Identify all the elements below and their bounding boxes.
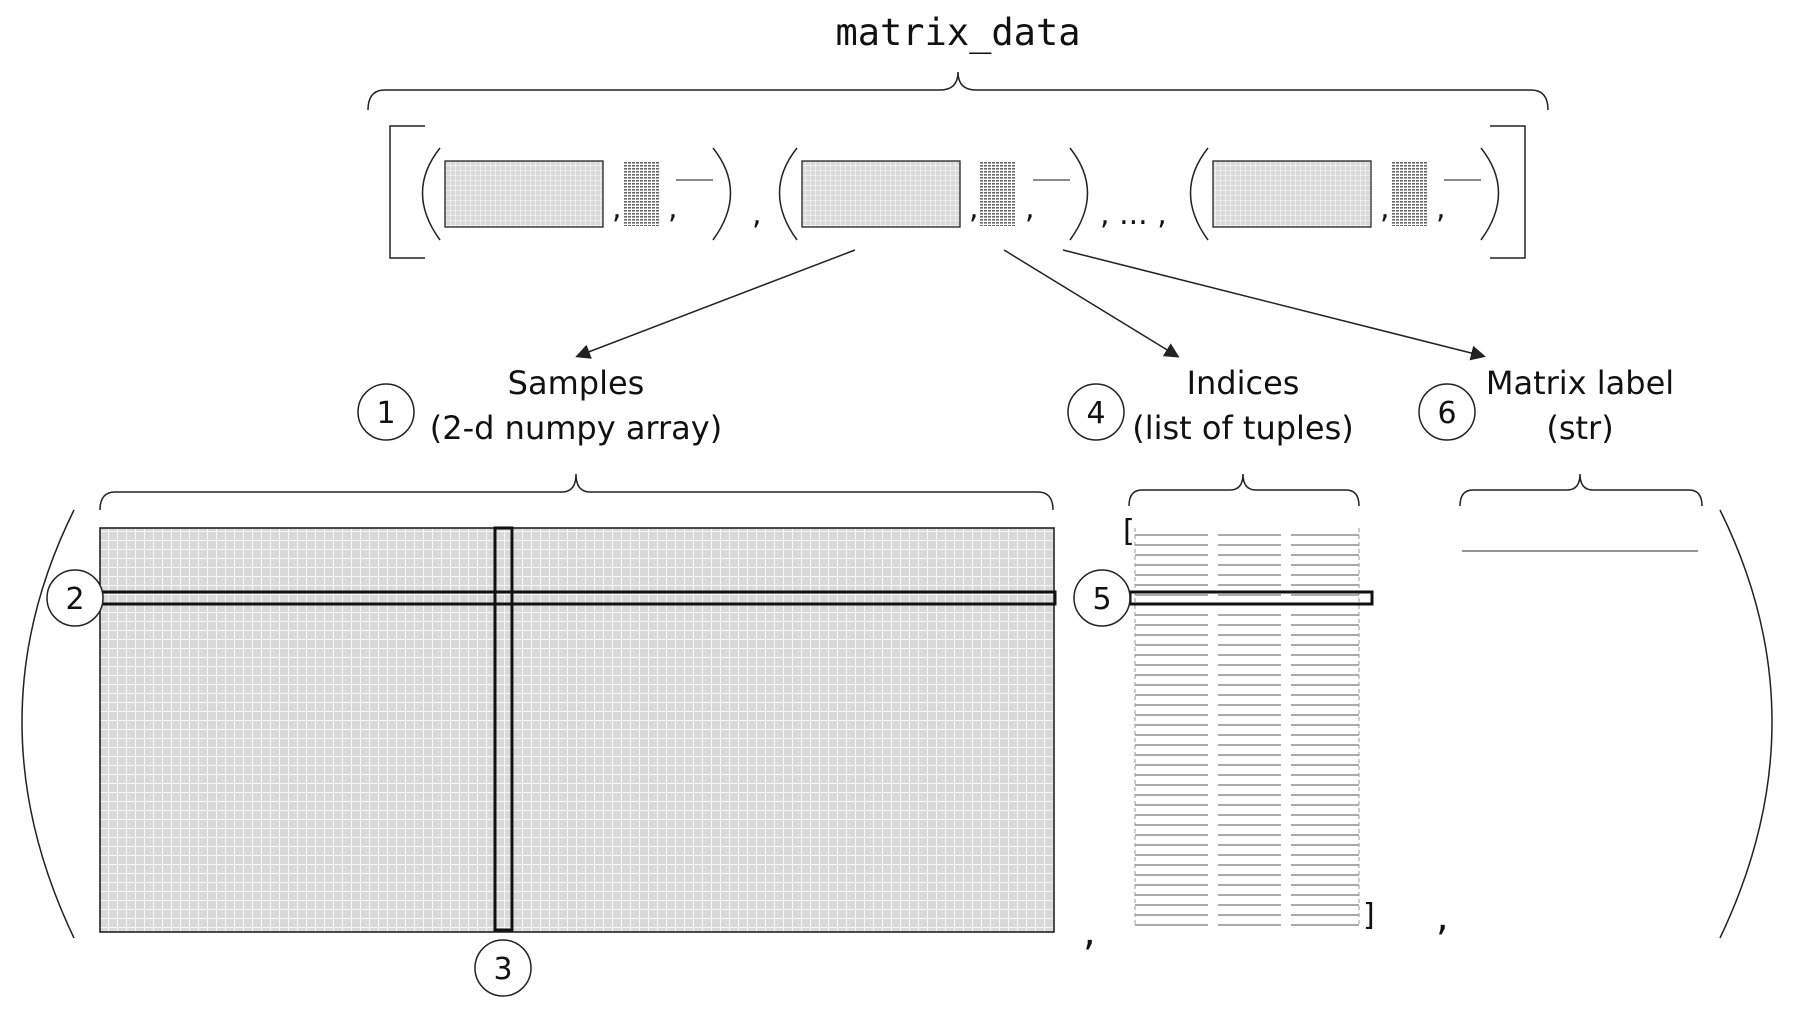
indices-close-bracket: ] <box>1363 898 1375 933</box>
tuple-paren-right <box>1480 147 1500 241</box>
callout-number: 4 <box>1086 396 1105 431</box>
arrow-to-samples <box>575 249 856 359</box>
indices-column-gap <box>1281 528 1291 926</box>
indices-rows <box>1135 528 1359 926</box>
callout-matrix-label: 6 Matrix label (str) <box>1418 364 1674 447</box>
component-comma: , <box>1436 894 1449 940</box>
component-comma: , <box>1083 909 1096 955</box>
tuple-item: , , <box>1189 147 1500 241</box>
callout-title: Indices <box>1187 364 1300 402</box>
mini-indices-list <box>1391 162 1427 226</box>
tuple-paren-left <box>421 147 441 241</box>
callout-title: Samples <box>508 364 645 402</box>
marker-index: 5 <box>1073 569 1131 627</box>
big-paren-right <box>1719 509 1773 939</box>
callout-type: (list of tuples) <box>1132 409 1354 447</box>
mini-samples-array <box>444 160 604 228</box>
callout-number: 6 <box>1437 396 1456 431</box>
tuple-paren-right <box>1069 147 1089 241</box>
list-bracket-right <box>1490 125 1526 259</box>
callout-number-circle <box>1418 383 1476 441</box>
tuple-item: , , <box>421 147 732 241</box>
top-curly-brace <box>367 71 1549 111</box>
tuple-comma: , <box>1025 191 1035 226</box>
callout-number-circle <box>1067 383 1125 441</box>
mini-samples-array <box>801 160 961 228</box>
highlighted-feature-column <box>493 526 514 932</box>
indices-column-gap <box>1208 528 1218 926</box>
list-ellipsis: , ... , <box>1100 197 1167 232</box>
list-bracket-left <box>389 125 425 259</box>
list-comma: , <box>752 197 762 232</box>
mini-indices-list <box>980 162 1016 226</box>
callout-title: Matrix label <box>1486 364 1674 402</box>
samples-array-grid <box>99 527 1055 933</box>
tuple-paren-right <box>712 147 732 241</box>
arrow-to-matrix-label <box>1062 249 1486 361</box>
marker-row: 2 <box>46 569 104 627</box>
callout-number-circle <box>357 383 415 441</box>
mini-samples-array <box>1212 160 1372 228</box>
marker-number: 3 <box>493 952 512 987</box>
callout-samples: 1 Samples (2-d numpy array) <box>357 364 722 447</box>
marker-number: 5 <box>1092 582 1111 617</box>
callout-number: 1 <box>376 396 395 431</box>
tuple-comma: , <box>1380 191 1390 226</box>
tuple-comma: , <box>668 191 678 226</box>
tuple-item: , , <box>778 147 1089 241</box>
callout-indices: 4 Indices (list of tuples) <box>1067 364 1354 447</box>
mini-indices-list <box>623 162 659 226</box>
tuple-paren-left <box>1189 147 1209 241</box>
big-paren-left <box>21 509 75 939</box>
diagram-title: matrix_data <box>835 11 1080 55</box>
marker-circle <box>1073 569 1131 627</box>
marker-circle <box>46 569 104 627</box>
samples-curly-brace <box>99 473 1054 511</box>
tuple-paren-left <box>778 147 798 241</box>
top-list: , , , , , , ... , , , <box>389 125 1526 259</box>
callout-type: (2-d numpy array) <box>430 409 722 447</box>
indices-open-bracket: [ <box>1123 514 1135 549</box>
callout-type: (str) <box>1546 409 1613 447</box>
marker-column: 3 <box>474 939 532 997</box>
marker-number: 2 <box>65 582 84 617</box>
tuple-comma: , <box>1436 191 1446 226</box>
label-curly-brace <box>1459 473 1703 507</box>
marker-circle <box>474 939 532 997</box>
indices-curly-brace <box>1128 473 1360 507</box>
tuple-comma: , <box>612 191 622 226</box>
arrow-to-indices <box>1003 249 1180 358</box>
tuple-comma: , <box>969 191 979 226</box>
indices-list: [ ] <box>1123 514 1375 933</box>
